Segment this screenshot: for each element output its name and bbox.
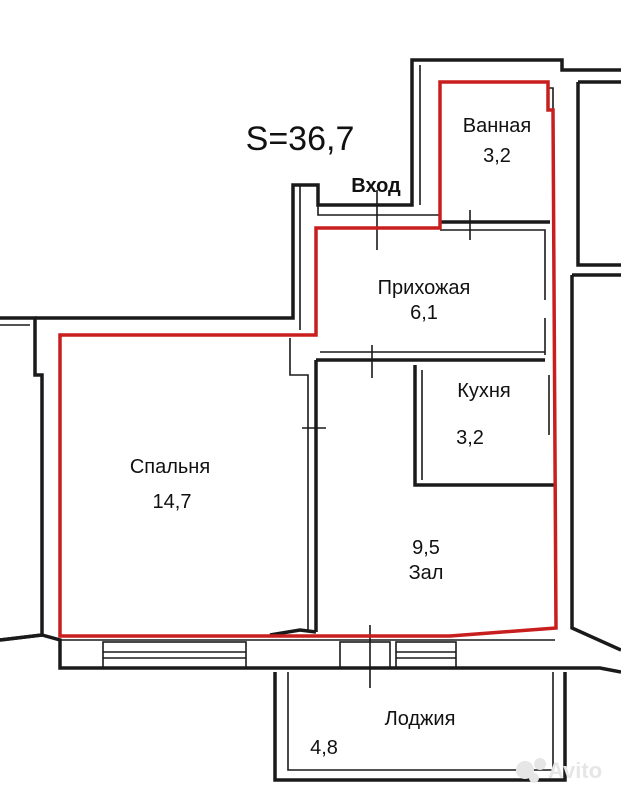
loggia-area: 4,8	[310, 737, 338, 759]
bathroom-area: 3,2	[483, 145, 511, 167]
kitchen-name: Кухня	[457, 380, 511, 402]
living-area: 9,5	[412, 537, 440, 559]
svg-text:Avito: Avito	[548, 758, 602, 783]
apartment-outline	[58, 80, 558, 638]
kitchen-area: 3,2	[456, 427, 484, 449]
bedroom-area: 14,7	[152, 491, 192, 513]
hallway-area: 6,1	[410, 302, 438, 324]
living-name: Зал	[408, 562, 444, 584]
watermark-logo: Avito	[516, 758, 602, 783]
entrance-label: Вход	[351, 175, 401, 197]
loggia-name: Лоджия	[384, 708, 456, 730]
bathroom-name: Ванная	[462, 115, 532, 137]
total-area-label: S=36,7	[245, 120, 355, 158]
building-walls	[0, 58, 621, 782]
hallway-name: Прихожая	[377, 277, 471, 299]
bedroom-name: Спальня	[129, 456, 211, 478]
